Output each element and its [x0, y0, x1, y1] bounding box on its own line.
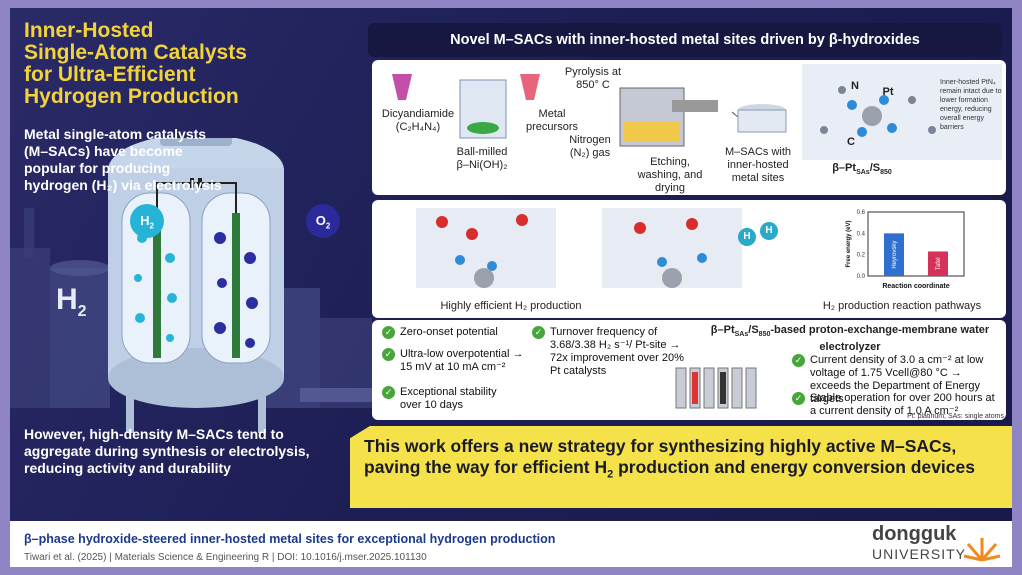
- atom-label-pt: Pt: [882, 86, 894, 98]
- bar-label: Tafel: [936, 257, 942, 270]
- result-current-density: ✓Current density of 3.0 a cm⁻² at low vo…: [792, 354, 1002, 406]
- check-icon: ✓: [792, 354, 805, 367]
- h-atom-2: H: [760, 222, 778, 240]
- y-tick-label: 0.0: [857, 274, 866, 280]
- result-turnover: ✓Turnover frequency of 3.68/3.38 H₂ s⁻¹/…: [532, 326, 692, 378]
- synthesis-illustration: [392, 64, 1002, 160]
- metal-precursors-label: Metal precursors: [526, 108, 578, 133]
- footnote: Pt: platinum; SAs: single atoms: [907, 413, 1004, 420]
- figure-caption: β–phase hydroxide-steered inner-hosted m…: [24, 532, 556, 546]
- check-icon: ✓: [532, 326, 545, 339]
- h-atom-1: H: [738, 228, 756, 246]
- atom-label-n: N: [851, 80, 859, 92]
- inner-hosted-note: Inner-hosted PtN₄ remain intact due to l…: [940, 79, 1002, 131]
- electrolyzer-stack-illustration: [675, 367, 757, 409]
- check-icon: ✓: [382, 348, 395, 361]
- atom-label-c: C: [847, 136, 855, 148]
- infographic-poster: H2 O2 H2 Inner-Hosted Single-Atom Cataly…: [10, 8, 1012, 521]
- check-icon: ✓: [382, 326, 395, 339]
- production-illustration: [416, 208, 769, 288]
- citation: Tiwari et al. (2025) | Materials Science…: [24, 552, 427, 563]
- result-overpotential: ✓Ultra-low overpotential → 15 mV at 10 m…: [382, 348, 532, 374]
- bar-tafel: [928, 251, 948, 276]
- y-tick-label: 0.2: [857, 253, 866, 259]
- chart-axes-frame: [867, 211, 965, 277]
- results-panel: ✓Zero-onset potential ✓Ultra-low overpot…: [372, 320, 1006, 420]
- nitrogen-gas-label: Nitrogen (N₂) gas: [569, 134, 611, 159]
- msacs-label: M–SACs with inner-hosted metal sites: [724, 146, 792, 184]
- oxygen-bubble-label: O2: [306, 204, 340, 238]
- pathway-caption: H₂ production reaction pathways: [822, 300, 982, 312]
- result-stable-operation: ✓Stable operation for over 200 hours at …: [792, 392, 1002, 418]
- university-logo-subtext: UNIVERSITY: [872, 546, 967, 562]
- infographic-frame: H2 O2 H2 Inner-Hosted Single-Atom Cataly…: [10, 8, 1012, 567]
- limitation-text: However, high-density M–SACs tend to agg…: [24, 426, 310, 476]
- dicyandiamide-label: Dicyandiamide(C₂H₄N₄): [381, 108, 455, 133]
- bar-label: Heyrovsky: [892, 241, 898, 269]
- headline-banner: Novel M–SACs with inner-hosted metal sit…: [368, 23, 1002, 57]
- y-axis-label: Free energy (eV): [846, 220, 852, 267]
- intro-text: Metal single-atom catalysts (M–SACs) hav…: [24, 126, 222, 193]
- x-axis-label: Reaction coordinate: [882, 283, 949, 290]
- pyrolysis-label: Pyrolysis at 850° C: [564, 66, 622, 91]
- background-h2-label: H2: [56, 283, 87, 320]
- check-icon: ✓: [792, 392, 805, 405]
- poster-title: Inner-Hosted Single-Atom Catalysts for U…: [24, 19, 247, 108]
- result-stability: ✓Exceptional stability over 10 days: [382, 386, 512, 412]
- y-tick-label: 0.4: [857, 231, 866, 237]
- structure-label: β–PtSAs/S850: [832, 162, 892, 177]
- university-logo-text: dongguk: [872, 523, 957, 545]
- synthesis-panel: Dicyandiamide(C₂H₄N₄) Metal precursors B…: [372, 60, 1006, 195]
- bar-heyrovsky: [884, 233, 904, 276]
- y-tick-label: 0.6: [857, 210, 866, 216]
- electrolyzer-tank-illustration: [10, 138, 372, 433]
- production-caption: Highly efficient H₂ production: [440, 300, 582, 312]
- lotus-logo-icon: [963, 538, 1001, 562]
- check-icon: ✓: [382, 386, 395, 399]
- conclusion-banner: This work offers a new strategy for synt…: [350, 426, 1012, 508]
- electrolyzer-title: β–PtSAs/S850-based proton-exchange-membr…: [710, 324, 990, 354]
- hydrogen-bubble-label: H2: [130, 204, 164, 238]
- result-zero-onset: ✓Zero-onset potential: [382, 326, 512, 339]
- etching-label: Etching, washing, and drying: [637, 156, 703, 194]
